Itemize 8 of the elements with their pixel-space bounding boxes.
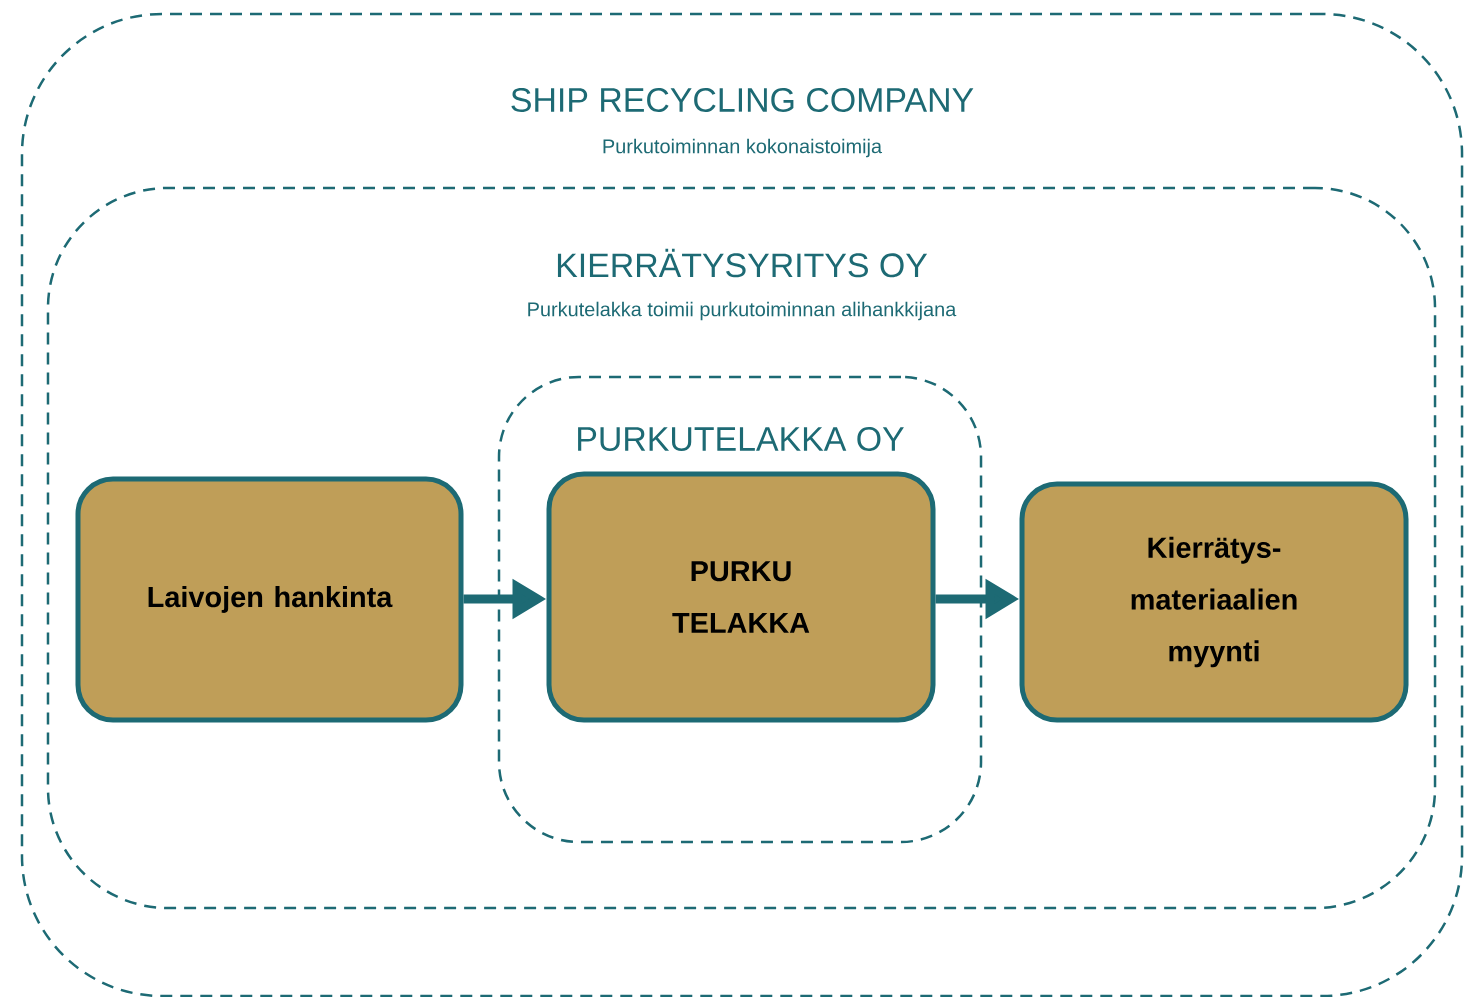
process-box: PURKU TELAKKA <box>546 471 936 723</box>
frame-title: KIERRÄTYSYRITYS OY <box>557 248 928 278</box>
frame-title: PURKUTELAKKA OY <box>578 427 904 451</box>
frame-subtitle: Purkutelakka toimii purkutoiminnan alihankkijana <box>528 301 957 321</box>
process-box: Kierrätys- materiaalien myynti <box>1019 481 1409 723</box>
frame-title: SHIP RECYCLING COMPANY <box>511 88 974 112</box>
frame-subtitle: Purkutoiminnan kokonaistoimija <box>603 138 883 158</box>
process-box: Laivojen hankinta <box>75 476 464 723</box>
